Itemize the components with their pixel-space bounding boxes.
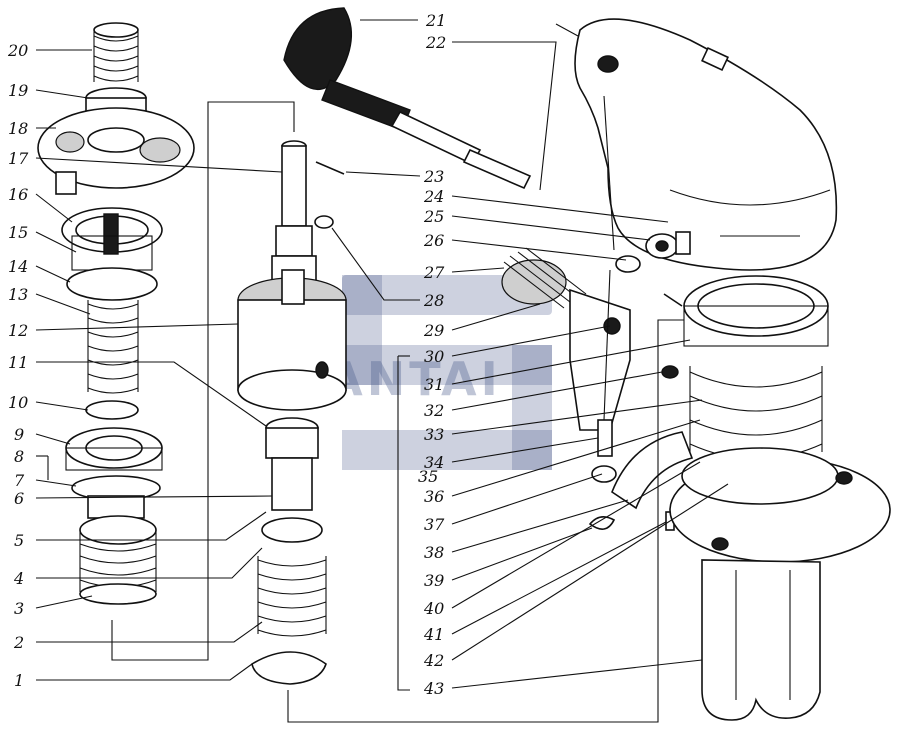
label-30: 30 (424, 347, 444, 366)
ring-29 (683, 275, 829, 347)
label-29: 29 (423, 321, 444, 340)
label-17: 17 (8, 149, 29, 168)
spring-2 (257, 556, 327, 637)
piston-12 (237, 269, 347, 411)
lever-plate-37 (611, 431, 694, 510)
label-20: 20 (7, 41, 28, 60)
pin-30 (663, 293, 683, 307)
label-38: 38 (424, 543, 444, 562)
washer-34 (591, 465, 617, 483)
label-10: 10 (8, 393, 28, 412)
washer-10 (85, 400, 139, 420)
screw-26 (615, 255, 641, 273)
label-43: 43 (423, 679, 444, 698)
label-5: 5 (14, 531, 24, 550)
nut-32 (661, 365, 679, 379)
label-4: 4 (13, 569, 24, 588)
lever-21 (283, 7, 532, 190)
label-9: 9 (14, 425, 24, 444)
label-37: 37 (424, 515, 445, 534)
bracket-lines (47, 101, 684, 723)
label-3: 3 (14, 599, 24, 618)
pin-23 (315, 161, 345, 175)
label-1: 1 (14, 671, 24, 690)
label-39: 39 (424, 571, 444, 590)
base-housing-43 (669, 447, 891, 721)
label-2: 2 (13, 633, 24, 652)
label-13: 13 (8, 285, 28, 304)
label-14: 14 (8, 257, 28, 276)
label-11: 11 (8, 353, 28, 372)
spring-13 (87, 300, 139, 394)
spring-cup-3 (79, 515, 157, 605)
snap-ring-1 (251, 651, 327, 685)
plate-18 (37, 107, 195, 195)
label-15: 15 (8, 223, 28, 242)
spring-36 (689, 366, 823, 460)
label-24: 24 (423, 187, 444, 206)
label-35: 35 (418, 467, 438, 486)
part-labels: 20 19 18 17 16 15 14 13 12 11 10 9 8 7 6… (7, 11, 446, 698)
leader-lines (35, 19, 729, 689)
ring-14 (66, 267, 158, 301)
label-34: 34 (424, 453, 444, 472)
label-33: 33 (424, 425, 444, 444)
label-31: 31 (424, 375, 444, 394)
label-25: 25 (423, 207, 444, 226)
label-7: 7 (14, 471, 25, 490)
stem-17 (271, 140, 317, 287)
ring-5 (261, 517, 323, 543)
label-23: 23 (423, 167, 444, 186)
label-41: 41 (423, 625, 444, 644)
label-12: 12 (8, 321, 28, 340)
spring-20 (93, 22, 139, 82)
insert-6 (87, 495, 145, 519)
label-21: 21 (425, 11, 446, 30)
left-stack (37, 22, 195, 605)
label-28: 28 (423, 291, 444, 310)
label-18: 18 (8, 119, 28, 138)
middle-stack (237, 7, 532, 685)
sleeve-11 (265, 417, 319, 511)
o-ring-28 (314, 215, 334, 229)
label-8: 8 (14, 447, 24, 466)
housing-cover-22 (574, 18, 838, 271)
fitting-25 (645, 231, 691, 259)
label-42: 42 (423, 651, 444, 670)
cage-16 (61, 207, 163, 271)
right-stack (501, 18, 891, 721)
label-27: 27 (423, 263, 445, 282)
label-36: 36 (424, 487, 444, 506)
label-6: 6 (14, 489, 24, 508)
ring-9 (65, 427, 163, 471)
label-32: 32 (424, 401, 444, 420)
label-40: 40 (423, 599, 444, 618)
label-16: 16 (8, 185, 28, 204)
label-19: 19 (8, 81, 28, 100)
label-26: 26 (423, 231, 444, 250)
label-22: 22 (425, 33, 446, 52)
clip-38 (588, 516, 616, 530)
